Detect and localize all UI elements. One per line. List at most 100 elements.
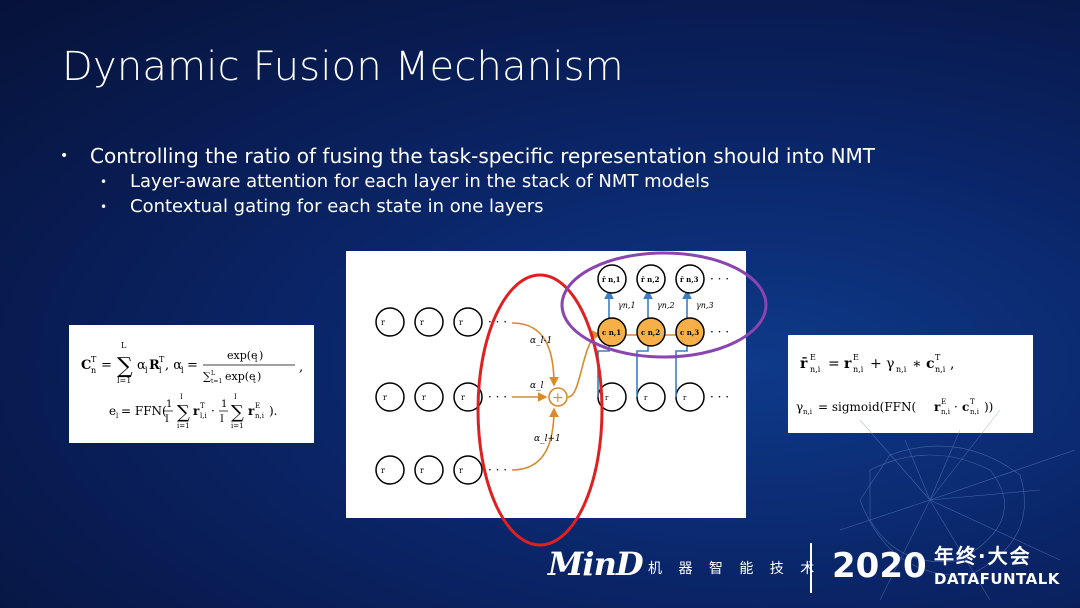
- sub-bullet: •Contextual gating for each state in one…: [100, 196, 544, 217]
- svg-text:e: e: [109, 404, 116, 418]
- svg-text:= sigmoid(FFN(: = sigmoid(FFN(: [818, 400, 916, 414]
- svg-text:): ): [259, 349, 263, 362]
- svg-text:T: T: [970, 398, 975, 406]
- svg-text:r: r: [844, 356, 852, 372]
- fused-label: r̄ n,2: [641, 275, 660, 284]
- svg-text:r: r: [644, 394, 648, 402]
- svg-text:n,i: n,i: [853, 365, 864, 374]
- svg-text:r: r: [248, 404, 255, 418]
- ellipsis: · · ·: [488, 390, 507, 404]
- svg-text:l: l: [255, 356, 258, 364]
- svg-text:t=1: t=1: [211, 378, 222, 385]
- svg-text:α: α: [137, 358, 146, 373]
- gating-equation: r̄ E n,i = r E n,i + γ n,i ∗ c T n,i , γ…: [796, 353, 993, 416]
- event-year: 2020: [832, 546, 927, 586]
- svg-text:=: =: [187, 358, 198, 373]
- node-label: r: [383, 393, 387, 402]
- event-name-en: DATAFUNTALK: [934, 570, 1060, 588]
- svg-text:·: ·: [954, 400, 958, 414]
- svg-text:n: n: [91, 366, 96, 375]
- gate-label: γn,2: [657, 301, 675, 310]
- svg-text:n,i: n,i: [803, 408, 813, 416]
- context-row: c n,1 c n,2 c n,3 · · ·: [597, 317, 729, 347]
- svg-text:l: l: [145, 366, 148, 375]
- svg-text:r: r: [605, 394, 609, 402]
- svg-text:T: T: [91, 355, 97, 364]
- svg-text:l,i: l,i: [200, 412, 207, 420]
- svg-text:I: I: [234, 393, 237, 401]
- svg-text:∑: ∑: [117, 354, 133, 379]
- svg-text:l: l: [116, 412, 119, 420]
- svg-text:γ: γ: [796, 400, 803, 414]
- svg-text:,: ,: [950, 356, 954, 372]
- svg-text:I: I: [180, 393, 183, 401]
- layer-current-row: r r r · · ·: [375, 382, 507, 412]
- svg-text:,: ,: [299, 360, 303, 375]
- fused-label: r̄ n,1: [602, 275, 621, 284]
- svg-text:T: T: [159, 355, 165, 364]
- svg-text:T: T: [200, 402, 205, 410]
- svg-text:i=1: i=1: [231, 422, 244, 430]
- svg-text:r: r: [934, 400, 941, 414]
- svg-text:n,i: n,i: [810, 365, 821, 374]
- equation-panel-left: C T n = ∑ L l=1 α l R T l , α l = exp(e …: [69, 325, 314, 443]
- fusion-diagram-svg: r r r · · · r r r · · · r r r · · ·: [375, 264, 729, 485]
- svg-text:∗: ∗: [912, 356, 922, 372]
- svg-text:∑: ∑: [177, 402, 190, 423]
- equation-panel-right: r̄ E n,i = r E n,i + γ n,i ∗ c T n,i , γ…: [788, 335, 1033, 433]
- svg-text:l: l: [159, 366, 162, 375]
- svg-text:∑: ∑: [203, 370, 211, 383]
- svg-text:+ γ: + γ: [870, 356, 895, 372]
- mind-logo: MinD: [548, 545, 644, 583]
- svg-text:R: R: [149, 358, 160, 373]
- svg-text:E: E: [853, 353, 859, 362]
- svg-text:L: L: [211, 370, 215, 377]
- layer-prev-row: r r r · · ·: [375, 307, 507, 337]
- svg-text:E: E: [255, 402, 260, 410]
- svg-text:, α: , α: [165, 358, 182, 373]
- svg-text:= FFN(: = FFN(: [121, 404, 167, 418]
- node-label: r: [381, 318, 385, 327]
- svg-text:C: C: [81, 358, 91, 373]
- node-label: r: [422, 393, 426, 402]
- layer-next-row: r r r · · ·: [375, 455, 507, 485]
- context-label: c n,1: [602, 328, 621, 337]
- sub-bullet: •Layer-aware attention for each layer in…: [100, 171, 710, 192]
- fusion-diagram: r r r · · · r r r · · · r r r · · ·: [346, 251, 746, 518]
- svg-text:n,i: n,i: [941, 408, 951, 416]
- svg-text:=: =: [828, 356, 840, 372]
- ellipsis: · · ·: [710, 272, 729, 286]
- svg-text:c: c: [962, 400, 969, 414]
- alpha-label: α_l: [530, 381, 544, 391]
- bullet-list: •Controlling the ratio of fusing the tas…: [60, 143, 875, 219]
- node-label: r: [381, 466, 385, 475]
- svg-text:L: L: [121, 341, 127, 350]
- alpha-label: α_l-1: [530, 336, 552, 346]
- svg-text:exp(e: exp(e: [225, 370, 256, 383]
- brand-divider: [810, 543, 812, 593]
- node-label: r: [461, 393, 465, 402]
- svg-text:T: T: [935, 353, 941, 362]
- ellipsis: · · ·: [710, 325, 729, 339]
- svg-text:1: 1: [166, 399, 172, 410]
- encoder-row: r r r · · ·: [597, 382, 729, 412]
- svg-text:).: ).: [269, 404, 278, 418]
- svg-text:): ): [257, 370, 261, 383]
- svg-text:=: =: [101, 358, 112, 373]
- svg-text:∑: ∑: [231, 402, 244, 423]
- plus-symbol: +: [552, 390, 564, 406]
- svg-text:I: I: [220, 414, 224, 425]
- node-label: r: [459, 466, 463, 475]
- svg-text:r: r: [193, 404, 200, 418]
- svg-text:c: c: [926, 356, 935, 372]
- svg-text:l=1: l=1: [117, 376, 131, 385]
- svg-text:r̄: r̄: [800, 356, 808, 372]
- bullet-main-text: Controlling the ratio of fusing the task…: [90, 144, 876, 168]
- gate-label: γn,3: [696, 301, 714, 310]
- svg-text:exp(e: exp(e: [227, 349, 258, 362]
- svg-text:l: l: [181, 366, 184, 375]
- sub-bullet-text: Contextual gating for each state in one …: [130, 196, 544, 217]
- svg-text:)): )): [984, 400, 993, 414]
- bullet-main: •Controlling the ratio of fusing the tas…: [60, 144, 876, 168]
- event-name-cn: 年终·大会: [934, 544, 1032, 568]
